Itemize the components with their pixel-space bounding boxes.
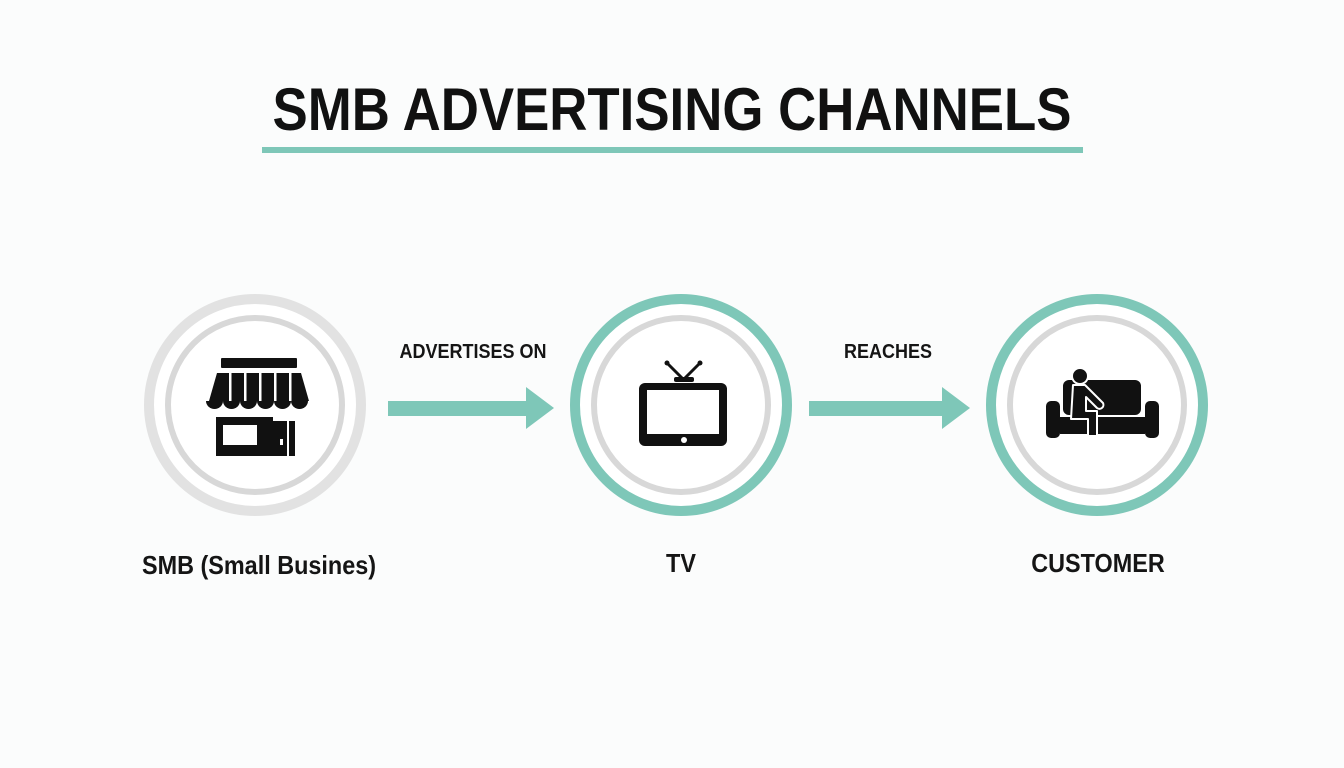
diagram-title: SMB ADVERTISING CHANNELS — [272, 76, 1072, 143]
node-label-customer: CUSTOMER — [1031, 548, 1165, 578]
arrow-right-icon — [809, 387, 970, 429]
title-underline — [262, 147, 1083, 153]
node-label-tv: TV — [666, 548, 696, 578]
storefront-icon — [206, 358, 309, 456]
node-label-smb: SMB (Small Busines) — [141, 550, 377, 580]
edge-label-advertises-on: ADVERTISES ON — [399, 341, 547, 363]
edge-label-reaches: REACHES — [843, 341, 933, 363]
person-on-couch-icon — [1046, 367, 1159, 438]
node-tv — [569, 293, 793, 517]
arrow-right-icon — [388, 387, 554, 429]
node-customer — [985, 293, 1209, 517]
television-icon — [639, 360, 727, 446]
node-smb — [143, 293, 367, 517]
